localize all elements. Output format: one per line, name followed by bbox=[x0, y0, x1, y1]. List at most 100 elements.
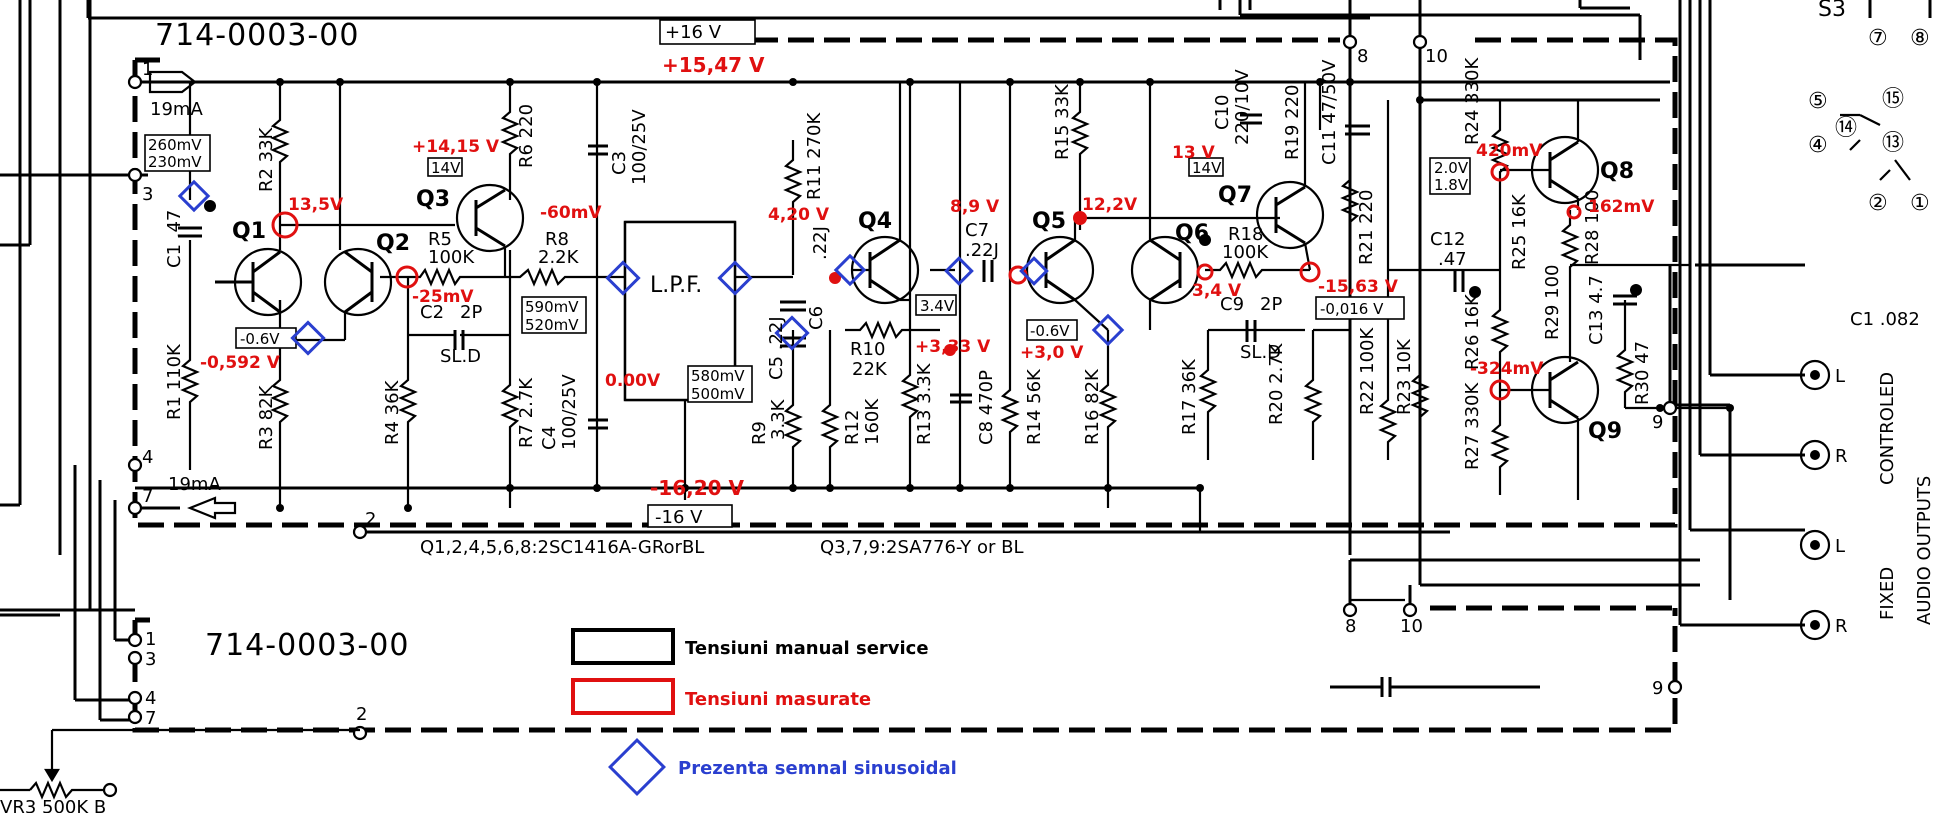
r9-value: 3.3K bbox=[768, 398, 789, 440]
r10-label: R10 bbox=[850, 339, 885, 360]
c7-value: .22J bbox=[965, 240, 999, 261]
legend-manual-swatch bbox=[571, 628, 675, 665]
mv-q1-base-a: 260mV bbox=[148, 136, 202, 154]
q9-label: Q9 bbox=[1588, 419, 1622, 444]
r20-label: R20 2.7K bbox=[1266, 342, 1287, 425]
c10-value: 220/10V bbox=[1232, 69, 1253, 145]
r16-label: R16 82K bbox=[1082, 368, 1103, 445]
pin-3: 3 bbox=[142, 184, 153, 205]
pin-1: 1 bbox=[142, 59, 153, 80]
c3-value: 100/25V bbox=[629, 109, 650, 185]
part-number-bottom: 714-0003-00 bbox=[205, 628, 409, 663]
pin-b9: 9 bbox=[1652, 678, 1663, 699]
q6-label: Q6 bbox=[1175, 221, 1209, 246]
r11-label: R11 270K bbox=[804, 112, 825, 200]
r5-label: R5 bbox=[428, 229, 452, 250]
sld-1: SL.D bbox=[440, 346, 481, 367]
c1-out-label: C1 .082 bbox=[1850, 309, 1920, 330]
out-L-1: L bbox=[1835, 366, 1845, 387]
output-jacks bbox=[1799, 359, 1831, 641]
pin-4: 4 bbox=[142, 447, 153, 468]
outputs-title: AUDIO OUTPUTS bbox=[1914, 476, 1935, 625]
pin-b4: 4 bbox=[145, 688, 156, 709]
current-arrows bbox=[148, 70, 237, 520]
manual-voltage-boxes bbox=[144, 19, 1471, 528]
switch-s3 bbox=[1840, 113, 1911, 181]
mv-lpf-a: 580mV bbox=[691, 367, 745, 385]
c11-label: C11 47/50V bbox=[1319, 59, 1340, 165]
pin-7: 7 bbox=[142, 486, 153, 507]
r30-label: R30 47 bbox=[1632, 341, 1653, 405]
pot-label: VR3 500K B bbox=[0, 797, 106, 813]
meas-q8-emitter: 162mV bbox=[1588, 197, 1655, 217]
pin-b7: 7 bbox=[145, 708, 156, 729]
c2-value: 2P bbox=[460, 302, 482, 323]
c13-label: C13 4.7 bbox=[1586, 275, 1607, 345]
supply-neg-measured: -16,20 V bbox=[650, 476, 745, 500]
c9-value: 2P bbox=[1260, 294, 1282, 315]
lpf-label: L.P.F. bbox=[650, 273, 702, 298]
q2-label: Q2 bbox=[376, 231, 410, 256]
meas-q7-collector: -15,63 V bbox=[1318, 277, 1399, 297]
component-glyphs bbox=[178, 78, 1734, 697]
legend-measured-swatch bbox=[571, 678, 675, 715]
supply-pos-manual: +16 V bbox=[665, 22, 722, 43]
out-R-2: R bbox=[1835, 616, 1848, 637]
c4-value: 100/25V bbox=[559, 374, 580, 450]
meas-q2-emitter: -25mV bbox=[412, 287, 474, 307]
r6-label: R6 220 bbox=[516, 104, 537, 168]
r17-label: R17 36K bbox=[1179, 358, 1200, 435]
part-number-top: 714-0003-00 bbox=[155, 18, 359, 53]
s3-pin-13: ⑬ bbox=[1882, 131, 1904, 156]
potentiometer-vr3 bbox=[0, 728, 360, 800]
s3-pin-4: ④ bbox=[1808, 133, 1828, 158]
r12-label: R12 bbox=[842, 410, 863, 445]
s3-pin-2: ② bbox=[1868, 191, 1888, 216]
pin-b8: 8 bbox=[1345, 616, 1356, 637]
transistor-note-npn: Q1,2,4,5,6,8:2SC1416A-GRorBL bbox=[420, 537, 704, 558]
c12-value: .47 bbox=[1438, 249, 1467, 270]
board-outline-top bbox=[132, 37, 1678, 528]
c2-label: C2 bbox=[420, 302, 444, 323]
pin-b1: 1 bbox=[145, 629, 156, 650]
c12-label: C12 bbox=[1430, 229, 1465, 250]
mv-lpf-b: 500mV bbox=[691, 385, 745, 403]
board-outline-bottom bbox=[132, 605, 1678, 733]
r15-label: R15 33K bbox=[1052, 83, 1073, 160]
q1-label: Q1 bbox=[232, 219, 266, 244]
r29-label: R29 100 bbox=[1542, 265, 1563, 341]
out-R-1: R bbox=[1835, 446, 1848, 467]
c5-label: C5 .22J bbox=[766, 316, 787, 380]
switch-name: S3 bbox=[1818, 0, 1846, 22]
measured-markers bbox=[271, 162, 1582, 401]
r27-label: R27 330K bbox=[1462, 382, 1483, 470]
c10-label: C10 bbox=[1212, 95, 1233, 130]
s3-pin-15: ⑮ bbox=[1882, 87, 1904, 112]
r1-label: R1 110K bbox=[164, 343, 185, 420]
meas-q2-base: -0,592 V bbox=[200, 353, 281, 373]
supply-rails bbox=[135, 42, 1670, 534]
outputs-controled: CONTROLED bbox=[1877, 372, 1898, 485]
c3-label: C3 bbox=[609, 151, 630, 175]
r26-label: R26 16K bbox=[1462, 293, 1483, 370]
meas-q6-base: 3,4 V bbox=[1192, 281, 1242, 301]
mv-q8-a: 2.0V bbox=[1434, 159, 1469, 177]
s3-pin-14: ⑭ bbox=[1835, 116, 1857, 141]
meas-q4-base: 4,20 V bbox=[768, 205, 830, 225]
pin-b10: 10 bbox=[1400, 616, 1423, 637]
legend-manual: Tensiuni manual service bbox=[685, 638, 929, 659]
q3-label: Q3 bbox=[416, 187, 450, 212]
s3-pin-1: ① bbox=[1910, 191, 1930, 216]
s3-pin-7: ⑦ bbox=[1868, 26, 1888, 51]
r13-label: R13 3.3K bbox=[914, 362, 935, 445]
c6-label: C6 bbox=[806, 306, 827, 330]
r19-label: R19 220 bbox=[1282, 85, 1303, 161]
c1-label: C1 .47 bbox=[164, 210, 185, 268]
r14-label: R14 56K bbox=[1024, 368, 1045, 445]
current-top: 19mA bbox=[150, 99, 203, 120]
r3-label: R3 82K bbox=[256, 384, 277, 450]
meas-q1-collector: 13,5V bbox=[288, 195, 344, 215]
s3-pin-8: ⑧ bbox=[1910, 26, 1930, 51]
c7-label: C7 bbox=[965, 220, 989, 241]
